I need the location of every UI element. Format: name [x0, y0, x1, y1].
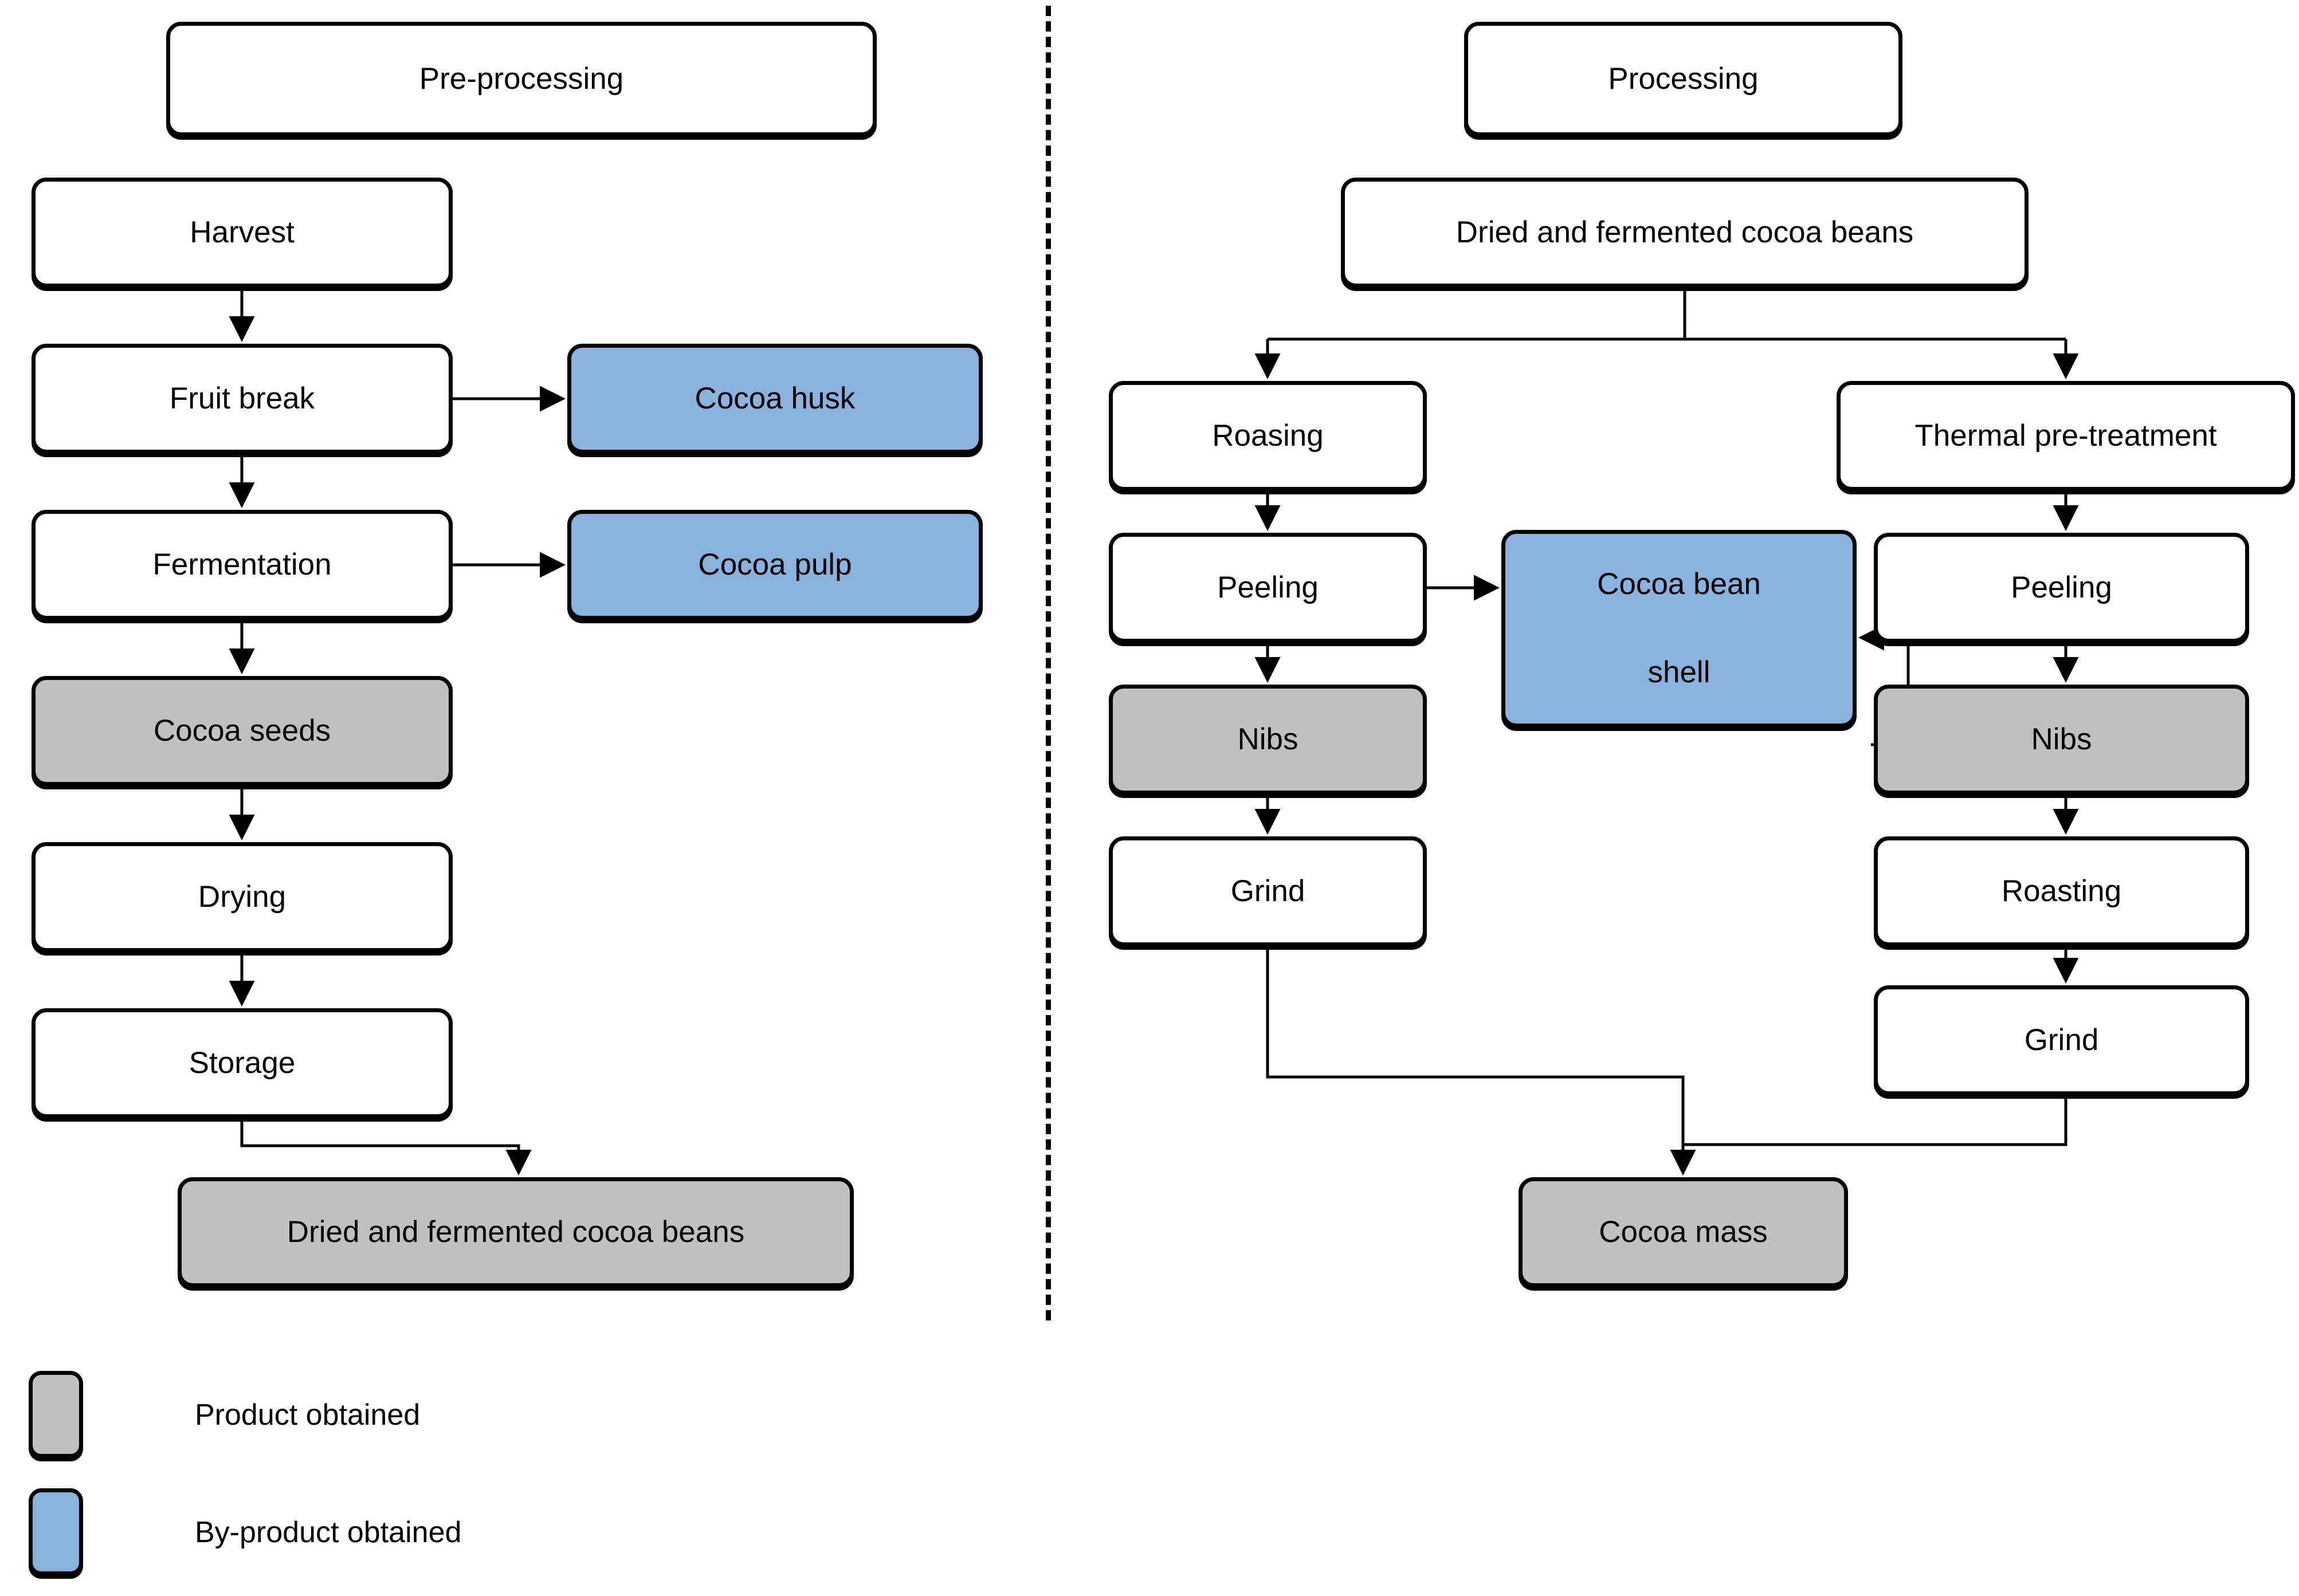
node-label: Grind: [2024, 1023, 2099, 1057]
node-peeling-right[interactable]: Peeling: [1874, 533, 2249, 643]
node-label: Grind: [1230, 874, 1305, 908]
node-thermal-pre-treatment[interactable]: Thermal pre-treatment: [1837, 381, 2295, 491]
node-label: Roasting: [2001, 874, 2122, 908]
node-label: Fruit break: [169, 381, 315, 415]
node-label: Nibs: [2031, 722, 2092, 756]
node-pre-processing-header[interactable]: Pre-processing: [166, 22, 877, 136]
node-label: Drying: [198, 879, 287, 914]
node-label: Cocoa husk: [695, 381, 856, 415]
node-label: Cocoa bean shell: [1597, 567, 1761, 689]
node-label: Peeling: [2011, 570, 2112, 604]
node-roasing[interactable]: Roasing: [1109, 381, 1427, 491]
edge-storage-to-driedbeans: [240, 1118, 532, 1176]
node-roasting-right[interactable]: Roasting: [1874, 836, 2249, 946]
edge-grindright-to-merge: [1683, 1095, 2067, 1146]
node-label: Nibs: [1237, 722, 1298, 756]
node-label: Cocoa pulp: [698, 547, 852, 581]
node-cocoa-mass[interactable]: Cocoa mass: [1519, 1177, 1848, 1287]
node-label: Processing: [1608, 61, 1759, 96]
edge-grind-merge-to-cocoamass: [1266, 946, 1696, 1176]
legend-label-product: Product obtained: [195, 1398, 421, 1432]
node-drying[interactable]: Drying: [32, 842, 453, 952]
node-label: Fermentation: [152, 547, 332, 581]
node-cocoa-seeds[interactable]: Cocoa seeds: [32, 676, 453, 786]
node-label: Thermal pre-treatment: [1914, 418, 2217, 453]
node-grind-right[interactable]: Grind: [1874, 985, 2249, 1095]
node-label: Pre-processing: [419, 61, 624, 96]
node-label: Roasing: [1212, 418, 1324, 453]
legend-swatch-product: [29, 1371, 83, 1458]
node-label: Cocoa seeds: [153, 713, 331, 748]
node-processing-header[interactable]: Processing: [1464, 22, 1902, 136]
legend-swatch-byproduct: [29, 1488, 83, 1575]
node-dried-fermented-beans-left[interactable]: Dried and fermented cocoa beans: [178, 1177, 854, 1287]
node-nibs-right[interactable]: Nibs: [1874, 685, 2249, 795]
node-label: Cocoa mass: [1599, 1214, 1768, 1249]
node-harvest[interactable]: Harvest: [32, 178, 453, 288]
node-label: Harvest: [190, 215, 295, 249]
node-fruit-break[interactable]: Fruit break: [32, 344, 453, 454]
node-label: Storage: [189, 1045, 296, 1080]
section-divider: [1046, 6, 1051, 1320]
node-nibs-left[interactable]: Nibs: [1109, 685, 1427, 795]
legend-label-byproduct: By-product obtained: [195, 1516, 462, 1549]
node-fermentation[interactable]: Fermentation: [32, 510, 453, 620]
node-label: Dried and fermented cocoa beans: [287, 1214, 745, 1249]
node-cocoa-bean-shell[interactable]: Cocoa bean shell: [1501, 530, 1857, 728]
node-cocoa-pulp[interactable]: Cocoa pulp: [567, 510, 983, 620]
node-label: Dried and fermented cocoa beans: [1455, 215, 1914, 249]
node-cocoa-husk[interactable]: Cocoa husk: [567, 344, 983, 454]
node-grind-left[interactable]: Grind: [1109, 836, 1427, 946]
node-peeling-left[interactable]: Peeling: [1109, 533, 1427, 643]
node-dried-fermented-beans-right[interactable]: Dried and fermented cocoa beans: [1341, 178, 2029, 288]
node-label: Peeling: [1217, 570, 1319, 604]
node-storage[interactable]: Storage: [32, 1008, 453, 1118]
